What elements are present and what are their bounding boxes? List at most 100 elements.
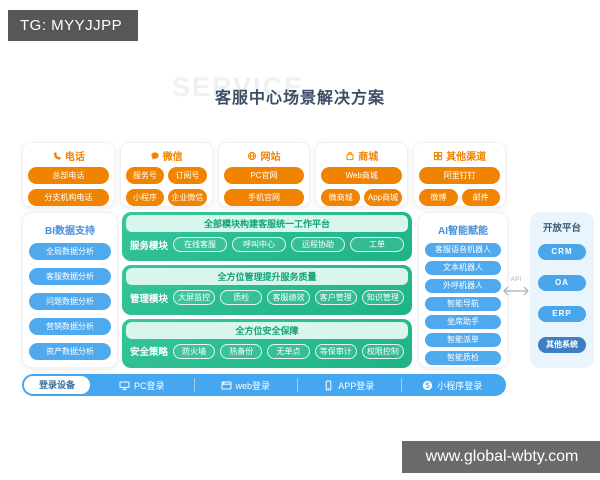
open-platform-title: 开放平台	[542, 223, 581, 234]
bi-list: 全局数据分析 客服数据分析 问题数据分析 营销数据分析 资产数据分析	[29, 243, 111, 360]
bi-item: 全局数据分析	[29, 243, 111, 260]
login-item-label: PC登录	[134, 380, 165, 391]
open-platform-item: 其他系统	[538, 336, 586, 353]
platform-section-label: 服务模块	[130, 240, 169, 252]
login-item-miniprogram: 小程序登录	[400, 374, 505, 396]
mall-icon	[345, 151, 355, 161]
channel-card-wechat: 微信 服务号 订阅号 小程序 企业微信	[119, 142, 213, 207]
platform-section-label: 管理模块	[130, 293, 169, 305]
channel-card-other: 其他渠道 阿里钉钉 微博 邮件	[413, 142, 506, 207]
ai-item: 文本机器人	[425, 261, 501, 275]
login-item-label: web登录	[235, 380, 271, 391]
channel-card-website-header: 网站	[224, 148, 305, 163]
channel-card-mall-header: 商城	[321, 148, 402, 163]
login-devices-bar: 登录设备 PC登录 web登录 APP登录 小程序登录	[22, 374, 506, 396]
miniprogram-icon	[422, 380, 433, 391]
channel-card-website: 网站 PC官网 手机官网	[217, 142, 311, 207]
open-platform-item: ERP	[538, 305, 586, 322]
platform-item: 工单	[350, 237, 405, 253]
channel-chip: 微商城	[321, 189, 360, 206]
login-item-web: web登录	[193, 374, 298, 396]
channel-chip: 分支机构电话	[28, 189, 109, 206]
channel-buttons: 服务号 订阅号 小程序 企业微信	[125, 167, 207, 206]
channel-chip: 服务号	[125, 167, 165, 184]
ai-panel-title: AI智能赋能	[438, 226, 488, 237]
platform-stack: 全部模块构建客服统一工作平台 服务模块 在线客服 呼叫中心 远程协助 工单 全方…	[122, 212, 412, 368]
channel-buttons: PC官网 手机官网	[223, 167, 305, 206]
bi-item: 问题数据分析	[29, 293, 111, 310]
channels-row: 电话 总部电话 分支机构电话 微信 服务号 订阅号 小程序 企业微信	[22, 142, 506, 207]
site-watermark: www.global-wbty.com	[402, 441, 600, 473]
login-item-app: APP登录	[297, 374, 401, 396]
ai-item: 外呼机器人	[425, 279, 501, 293]
mobile-icon	[323, 380, 334, 391]
double-arrow-icon	[503, 286, 529, 296]
wechat-icon	[150, 151, 160, 161]
bi-item: 营销数据分析	[29, 318, 111, 335]
ai-item: 智能质检	[425, 351, 501, 365]
platform-item: 防火墙	[173, 343, 216, 359]
platform-item: 在线客服	[173, 237, 228, 253]
platform-item: 无单点	[267, 343, 310, 359]
ai-item: 坐席助手	[425, 315, 501, 329]
login-devices-label: 登录设备	[24, 376, 91, 394]
channel-chip: 阿里钉钉	[419, 167, 500, 184]
channel-chip: 手机官网	[223, 189, 305, 206]
phone-icon	[52, 151, 62, 161]
open-platform-item: OA	[538, 274, 586, 291]
channel-title: 商城	[358, 152, 379, 163]
header: SERVICE 客服中心场景解决方案	[0, 70, 600, 112]
platform-item: 等保审计	[314, 343, 357, 359]
login-item-label: 小程序登录	[437, 380, 483, 391]
channel-buttons: Web商城 微商城 App商城	[321, 167, 403, 206]
title-background-text: SERVICE	[172, 72, 305, 102]
website-icon	[247, 151, 257, 161]
platform-section-row: 服务模块 在线客服 呼叫中心 远程协助 工单	[126, 232, 408, 257]
platform-item: 大屏监控	[173, 290, 216, 306]
page-title: 客服中心场景解决方案	[214, 90, 385, 107]
platform-section-row: 安全策略 防火墙 热备份 无单点 等保审计 权限控制	[126, 339, 408, 364]
channel-card-phone-header: 电话	[28, 148, 109, 163]
pc-icon	[119, 380, 130, 391]
platform-section-management: 全方位管理提升服务质量 管理模块 大屏监控 质检 客服绩效 客户管理 知识管理	[122, 265, 412, 315]
bi-panel: BI数据支持 全局数据分析 客服数据分析 问题数据分析 营销数据分析 资产数据分…	[22, 212, 118, 368]
login-item-label: APP登录	[338, 380, 375, 391]
channel-chip: App商城	[363, 189, 403, 206]
platform-item: 呼叫中心	[232, 237, 287, 253]
platform-section-header: 全方位安全保障	[126, 321, 408, 339]
channel-chip: PC官网	[223, 167, 305, 184]
middle-band: BI数据支持 全局数据分析 客服数据分析 问题数据分析 营销数据分析 资产数据分…	[22, 212, 594, 368]
channel-buttons: 总部电话 分支机构电话	[28, 167, 109, 206]
channel-title: 电话	[64, 152, 85, 163]
channel-card-wechat-header: 微信	[126, 148, 207, 163]
platform-section-security: 全方位安全保障 安全策略 防火墙 热备份 无单点 等保审计 权限控制	[122, 318, 412, 368]
channel-card-mall: 商城 Web商城 微商城 App商城	[315, 142, 409, 207]
channel-card-other-header: 其他渠道	[419, 148, 500, 163]
api-connector: API	[502, 276, 530, 301]
login-item-pc: PC登录	[90, 374, 194, 396]
ai-panel: AI智能赋能 客服语音机器人 文本机器人 外呼机器人 智能导航 坐席助手 智能派…	[418, 212, 508, 368]
channel-title: 其他渠道	[446, 152, 487, 163]
open-platform-item: CRM	[538, 243, 586, 260]
bi-panel-title: BI数据支持	[45, 226, 95, 237]
channel-chip: 小程序	[125, 189, 165, 206]
channel-buttons: 阿里钉钉 微博 邮件	[419, 167, 500, 206]
channel-title: 网站	[260, 152, 281, 163]
channel-card-phone: 电话 总部电话 分支机构电话	[22, 142, 115, 207]
platform-item: 质检	[220, 290, 263, 306]
platform-item: 客服绩效	[267, 290, 310, 306]
channel-chip: Web商城	[321, 167, 403, 184]
open-platform-list: CRM OA ERP 其他系统	[538, 234, 586, 360]
platform-section-row: 管理模块 大屏监控 质检 客服绩效 客户管理 知识管理	[126, 285, 408, 310]
platform-section-service: 全部模块构建客服统一工作平台 服务模块 在线客服 呼叫中心 远程协助 工单	[122, 212, 412, 262]
open-platform-panel: 开放平台 CRM OA ERP 其他系统	[530, 212, 594, 368]
platform-section-header: 全部模块构建客服统一工作平台	[126, 215, 408, 232]
channel-chip: 总部电话	[28, 167, 109, 184]
platform-section-header: 全方位管理提升服务质量	[126, 268, 408, 286]
browser-icon	[221, 380, 232, 391]
platform-item: 权限控制	[361, 343, 405, 359]
tg-watermark: TG: MYYJJPP	[8, 10, 139, 41]
ai-item: 智能导航	[425, 297, 501, 311]
channel-chip: 订阅号	[168, 167, 207, 184]
platform-item: 客户管理	[314, 290, 357, 306]
